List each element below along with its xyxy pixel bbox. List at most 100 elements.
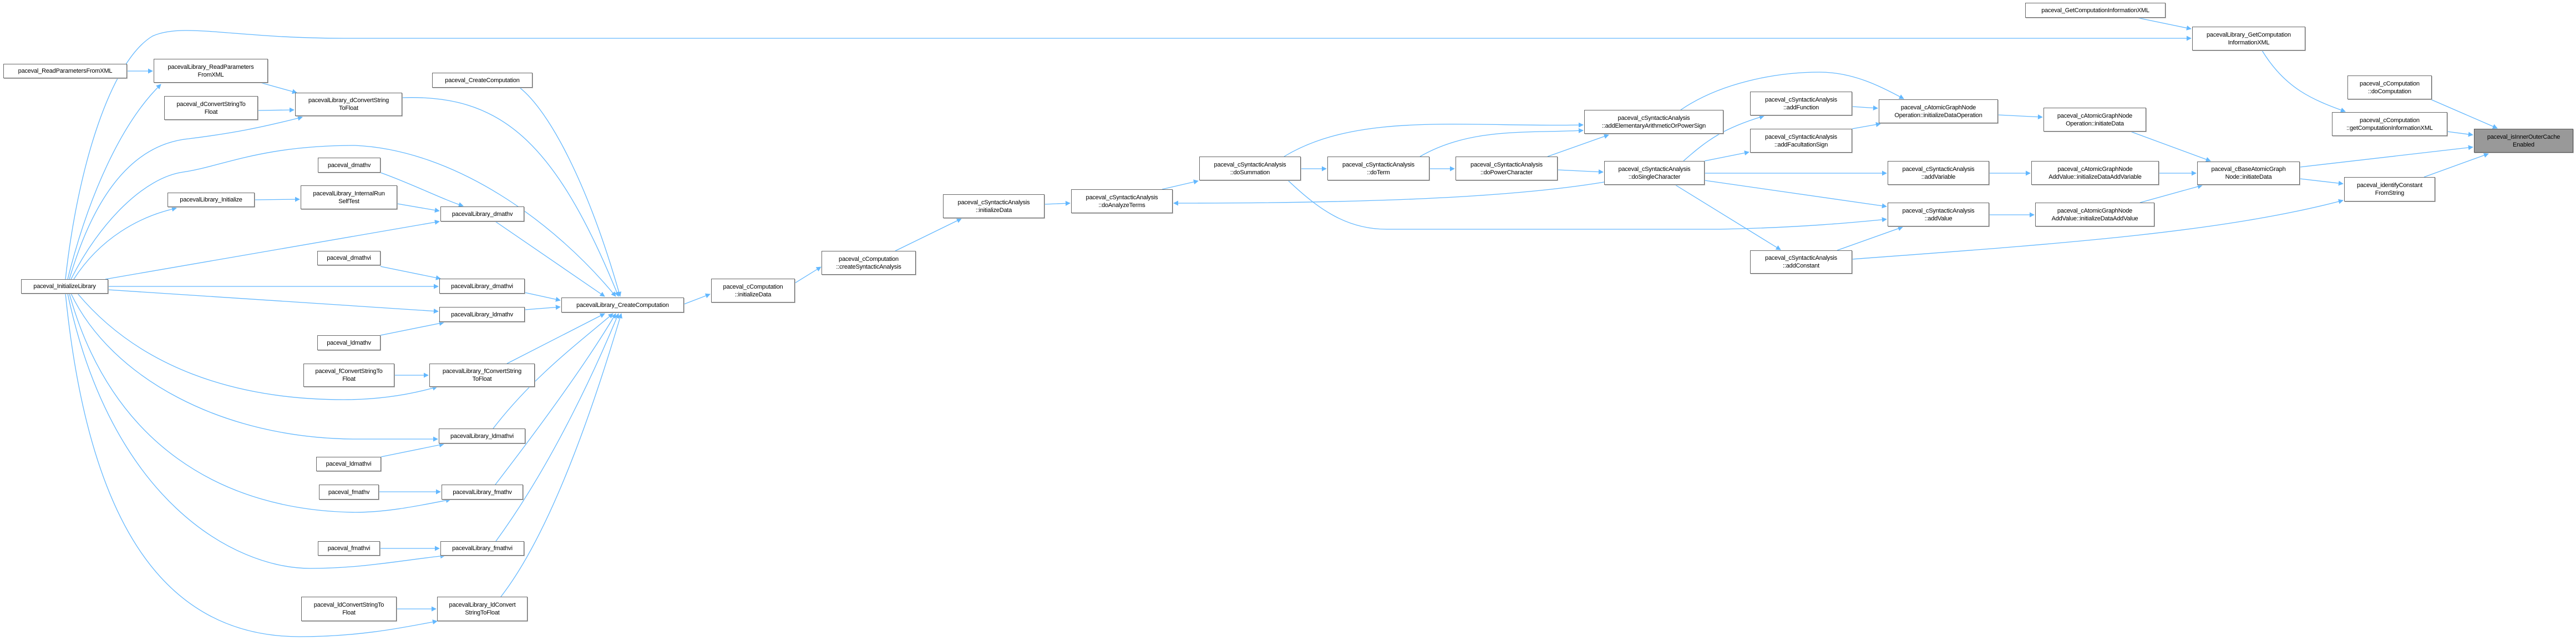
node-paceval-readparametersfromxml[interactable]: paceval_ReadParametersFromXML: [3, 64, 127, 78]
node-pacevallibrary-fmathv[interactable]: pacevalLibrary_fmathv: [442, 485, 523, 500]
node-csyntacticanalysis-doterm[interactable]: paceval_cSyntacticAnalysis::doTerm: [1327, 157, 1429, 180]
node-label: Operation::initiateData: [2066, 120, 2124, 127]
node-label: pacevalLibrary_CreateComputation: [576, 301, 669, 309]
node-label: paceval_ldConvertStringTo: [313, 602, 384, 608]
node-label: pacevalLibrary_ReadParameters: [168, 63, 254, 70]
node-ccomputation-docomputation[interactable]: paceval_cComputation::doComputation: [2347, 75, 2432, 99]
node-label: paceval_cSyntacticAnalysis: [1902, 165, 1975, 173]
node-pacevallibrary-ldmathv[interactable]: pacevalLibrary_ldmathv: [439, 307, 525, 322]
node-label: ::doComputation: [2368, 88, 2411, 95]
edge: [65, 293, 438, 637]
node-label: pacevalLibrary_dmathvi: [451, 283, 513, 290]
node-csyntacticanalysis-dosinglecharacter[interactable]: paceval_cSyntacticAnalysis::doSingleChar…: [1604, 161, 1705, 185]
node-paceval-dmathv[interactable]: paceval_dmathv: [318, 158, 381, 173]
node-pacevallibrary-dmathvi[interactable]: pacevalLibrary_dmathvi: [439, 279, 525, 294]
node-csyntacticanalysis-addelementaryarithmeticorpowersign[interactable]: paceval_cSyntacticAnalysis::addElementar…: [1584, 110, 1723, 134]
node-csyntacticanalysis-addfacultationsign[interactable]: paceval_cSyntacticAnalysis::addFacultati…: [1750, 129, 1852, 153]
edge: [1419, 128, 1584, 157]
node-label: pacevalLibrary_dmathv: [452, 210, 513, 218]
node-paceval-ldmathvi[interactable]: paceval_ldmathvi: [316, 457, 381, 471]
edge: [2299, 178, 2344, 186]
node-paceval-getcomputationinformationxml[interactable]: paceval_GetComputationInformationXML: [2025, 3, 2166, 18]
node-csyntacticanalysis-addconstant[interactable]: paceval_cSyntacticAnalysis::addConstant: [1750, 250, 1852, 274]
edge: [2130, 131, 2211, 162]
edge: [2299, 145, 2473, 168]
edge: [254, 196, 300, 202]
node-ccomputation-initializedata[interactable]: paceval_cComputation::initializeData: [711, 279, 795, 303]
edge: [495, 221, 605, 297]
edge: [500, 313, 623, 597]
edge: [397, 203, 440, 213]
node-paceval-ldmathv[interactable]: paceval_ldmathv: [317, 335, 381, 350]
node-label: paceval_identifyConstant: [2356, 182, 2423, 189]
node-label: paceval_cSyntacticAnalysis: [957, 199, 1030, 206]
node-csyntacticanalysis-doanalyzeterms[interactable]: paceval_cSyntacticAnalysis::doAnalyzeTer…: [1071, 189, 1173, 213]
node-csyntacticanalysis-dosummation[interactable]: paceval_cSyntacticAnalysis::doSummation: [1199, 157, 1301, 180]
node-label: pacevalLibrary_InternalRun: [313, 190, 385, 197]
node-csyntacticanalysis-addfunction[interactable]: paceval_cSyntacticAnalysis::addFunction: [1750, 92, 1852, 115]
node-csyntacticanalysis-addvariable[interactable]: paceval_cSyntacticAnalysis::addVariable: [1888, 161, 1989, 185]
edge: [2447, 131, 2473, 137]
edge: [67, 84, 161, 280]
node-label: pacevalLibrary_fmathvi: [452, 545, 513, 552]
node-pacevallibrary-createcomputation[interactable]: pacevalLibrary_CreateComputation: [561, 298, 684, 313]
node-label: pacevalLibrary_Initialize: [180, 196, 242, 203]
node-csyntacticanalysis-dopowercharacter[interactable]: paceval_cSyntacticAnalysis::doPowerChara…: [1456, 157, 1558, 180]
node-label: paceval_cAtomicGraphNode: [2057, 112, 2133, 119]
node-label: paceval_GetComputationInformationXML: [2041, 7, 2149, 14]
node-pacevallibrary-ldmathvi[interactable]: pacevalLibrary_ldmathvi: [439, 429, 525, 444]
node-label: ::getComputationInformationXML: [2346, 124, 2433, 132]
node-csyntacticanalysis-addvalue[interactable]: paceval_cSyntacticAnalysis::addValue: [1888, 203, 1989, 226]
node-pacevallibrary-initialize[interactable]: pacevalLibrary_Initialize: [168, 193, 255, 207]
node-label: ::doAnalyzeTerms: [1098, 201, 1145, 209]
node-paceval-fmathvi[interactable]: paceval_fmathvi: [318, 541, 380, 556]
node-paceval-createcomputation[interactable]: paceval_CreateComputation: [432, 73, 533, 88]
edge: [105, 219, 440, 280]
edge: [381, 442, 444, 457]
node-label: Float: [204, 108, 218, 115]
node-label: ToFloat: [339, 105, 358, 112]
edge: [77, 293, 438, 400]
node-paceval-dmathvi[interactable]: paceval_dmathvi: [317, 251, 381, 265]
node-label: paceval_fmathvi: [327, 545, 371, 552]
node-csyntacticanalysis-initializedata[interactable]: paceval_cSyntacticAnalysis::initializeDa…: [943, 194, 1044, 218]
edge: [1704, 180, 1887, 209]
node-label: ::addFunction: [1783, 104, 1819, 111]
node-label: InformationXML: [2228, 39, 2270, 46]
node-ccomputation-createsyntacticanalysis[interactable]: paceval_cComputation::createSyntacticAna…: [822, 251, 916, 275]
edge: [519, 87, 622, 297]
node-label: paceval_cAtomicGraphNode: [1900, 104, 1976, 111]
node-label: paceval_dConvertStringTo: [176, 100, 246, 108]
edge: [895, 218, 962, 251]
node-label: paceval_cComputation: [2360, 117, 2420, 124]
node-label: Float: [342, 609, 356, 616]
edge: [2139, 184, 2203, 203]
node-label: paceval_cSyntacticAnalysis: [1086, 194, 1158, 201]
node-label: ::addFacultationSign: [1774, 141, 1828, 148]
node-paceval-initializelibrary[interactable]: paceval_InitializeLibrary: [21, 279, 108, 294]
node-paceval-fmathv[interactable]: paceval_fmathv: [319, 485, 379, 500]
node-pacevallibrary-dmathv[interactable]: pacevalLibrary_dmathv: [440, 206, 524, 221]
edge: [2423, 153, 2489, 178]
node-label: ::addVariable: [1921, 173, 1956, 180]
node-label: pacevalLibrary_ldConvert: [449, 602, 516, 608]
node-ccomputation-getcomputationinformationxml[interactable]: paceval_cComputation::getComputationInfo…: [2332, 112, 2447, 136]
node-pacevallibrary-fmathvi[interactable]: pacevalLibrary_fmathvi: [440, 541, 524, 556]
